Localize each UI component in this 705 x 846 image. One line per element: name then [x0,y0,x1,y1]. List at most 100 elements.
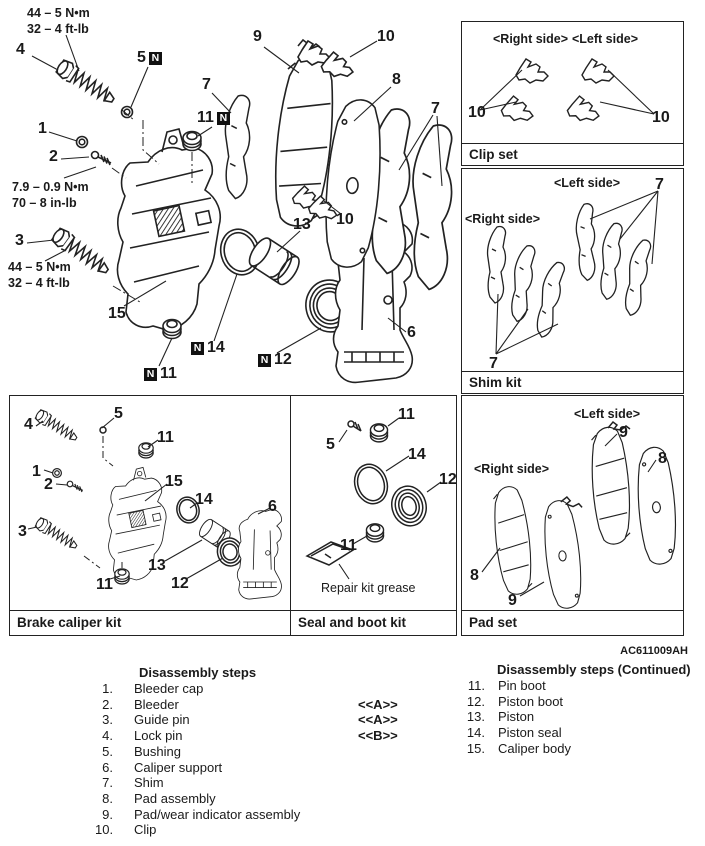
shim-kit-label: Shim kit [462,370,683,394]
torque-spec-bleeder: 7.9 – 0.9 N•m 70 – 8 in-lb [12,179,89,211]
torque-spec-guide-pin: 44 – 5 N•m 32 – 4 ft-lb [8,259,71,291]
callout-pin-boot-top: 11 [398,407,415,423]
callout-number: 10 [377,28,395,45]
step-row: 8.Pad assembly [95,791,440,807]
step-number: 2. [102,696,113,712]
callout-lock-pin: 4 [16,42,25,58]
callout-number: 10 [336,211,354,228]
callout-clip-top: 10 [377,29,395,45]
step-row: 10.Clip [95,822,440,838]
shim-kit-canvas: <Left side> <Right side> 7 7 [462,169,683,371]
callout-clip-right-side: 10 [468,105,486,121]
n-badge: N [216,111,230,125]
shim-kit-art [486,190,659,355]
callout-pad-wear-indicator: 9 [253,29,262,45]
callout-number: 15 [108,305,126,322]
clip-set-art [479,58,655,124]
callout-piston-boot: 12 [439,472,456,488]
step-label: Shim [134,775,164,791]
step-number: 8. [102,790,113,806]
step-row: 12.Piston boot [455,694,695,710]
callout-number: 9 [619,424,628,441]
seal-boot-kit-canvas: 11 5 14 12 11 Repair kit grease [291,396,456,610]
callout-number: 12 [171,575,189,592]
brake-caliper-kit-box: 4 5 11 1 2 15 14 6 3 13 12 11 Brake cali… [9,395,291,636]
callout-pad-assembly-right: 8 [470,568,479,584]
callout-piston-boot: 12 [171,576,189,592]
brake-caliper-kit-label: Brake caliper kit [10,609,290,636]
callout-number: 9 [253,28,262,45]
step-number: 1. [102,681,113,696]
callout-number: 8 [392,71,401,88]
step-number: 12. [466,693,485,709]
callout-number: 6 [407,324,416,341]
step-label: Pin boot [498,678,546,693]
step-label: Piston [498,709,535,725]
callout-piston: 13 [293,217,311,233]
callout-bleeder: 2 [44,477,53,493]
callout-clip-mid: 10 [336,212,354,228]
callout-number: 1 [38,120,47,137]
torque-line: 7.9 – 0.9 N•m [12,180,89,194]
callout-guide-pin: 3 [18,524,27,540]
step-marker: <<A>> [358,696,398,712]
right-side-label: <Right side> [474,462,550,476]
seal-boot-kit-box: 11 5 14 12 11 Repair kit grease Seal and… [290,395,457,636]
callout-shim-right: 7 [431,101,440,117]
clip-set-box: <Right side> <Left side> 10 10 Clip set [461,21,684,166]
step-row: 14.Piston seal [455,725,695,741]
seal-boot-kit-art [306,417,442,580]
pad-set-art [481,421,680,610]
callout-bleeder: 2 [49,149,58,165]
step-row: 4.Lock pin<<B>> [95,728,440,744]
n-badge: N [191,341,204,355]
brake-caliper-kit-canvas: 4 5 11 1 2 15 14 6 3 13 12 11 [10,396,290,610]
step-label: Bushing [134,743,181,759]
callout-number: 2 [49,148,58,165]
n-badge: N [148,51,162,65]
torque-line: 70 – 8 in-lb [12,196,77,210]
callout-number: 7 [655,176,664,193]
callout-number: 7 [431,100,440,117]
callout-guide-pin: 3 [15,233,24,249]
step-label: Lock pin [134,728,183,744]
callout-pad-assembly-left: 8 [658,451,667,467]
torque-spec-top: 44 – 5 N•m 32 – 4 ft-lb [27,5,90,37]
step-number: 3. [102,712,113,728]
callout-piston: 13 [148,558,166,574]
callout-piston-seal: 14 [195,492,213,508]
step-label: Caliper support [134,759,223,775]
callout-number: 10 [652,109,670,126]
left-side-label: <Left side> [554,176,620,190]
callout-number: 11 [157,429,174,446]
figure-code: AC611009AH [620,645,688,657]
callout-number: 1 [32,463,41,480]
callout-pin-boot-top: 11 [157,430,174,446]
step-number: 5. [102,743,113,759]
shim-kit-box: <Left side> <Right side> 7 7 Shim kit [461,168,684,394]
step-label: Piston seal [498,725,562,741]
callout-number: 12 [439,471,456,488]
step-row: 5. Bushing [95,744,440,760]
callout-pad-wear-indicator-left: 9 [619,425,628,441]
callout-bleeder-cap: 1 [38,121,47,137]
callout-lock-pin: 4 [24,417,33,433]
callout-number: 15 [165,473,183,490]
callout-number: 5 [326,436,335,453]
disassembly-steps-continued-list: Disassembly steps (Continued) 11. Pin boo… [455,661,695,757]
left-side-label: <Left side> [574,407,640,421]
step-label: Guide pin [134,712,190,728]
callout-number: 5 [137,49,146,66]
step-number: 11. [467,678,485,693]
callout-number: 11 [96,576,113,593]
callout-pad-assembly: 8 [392,72,401,88]
step-row: 11. Pin boot [455,678,695,694]
steps-continued-title: Disassembly steps (Continued) [497,662,691,677]
step-label: Pad/wear indicator assembly [134,806,301,822]
callout-number: 8 [470,567,479,584]
step-number: 7. [102,775,113,791]
